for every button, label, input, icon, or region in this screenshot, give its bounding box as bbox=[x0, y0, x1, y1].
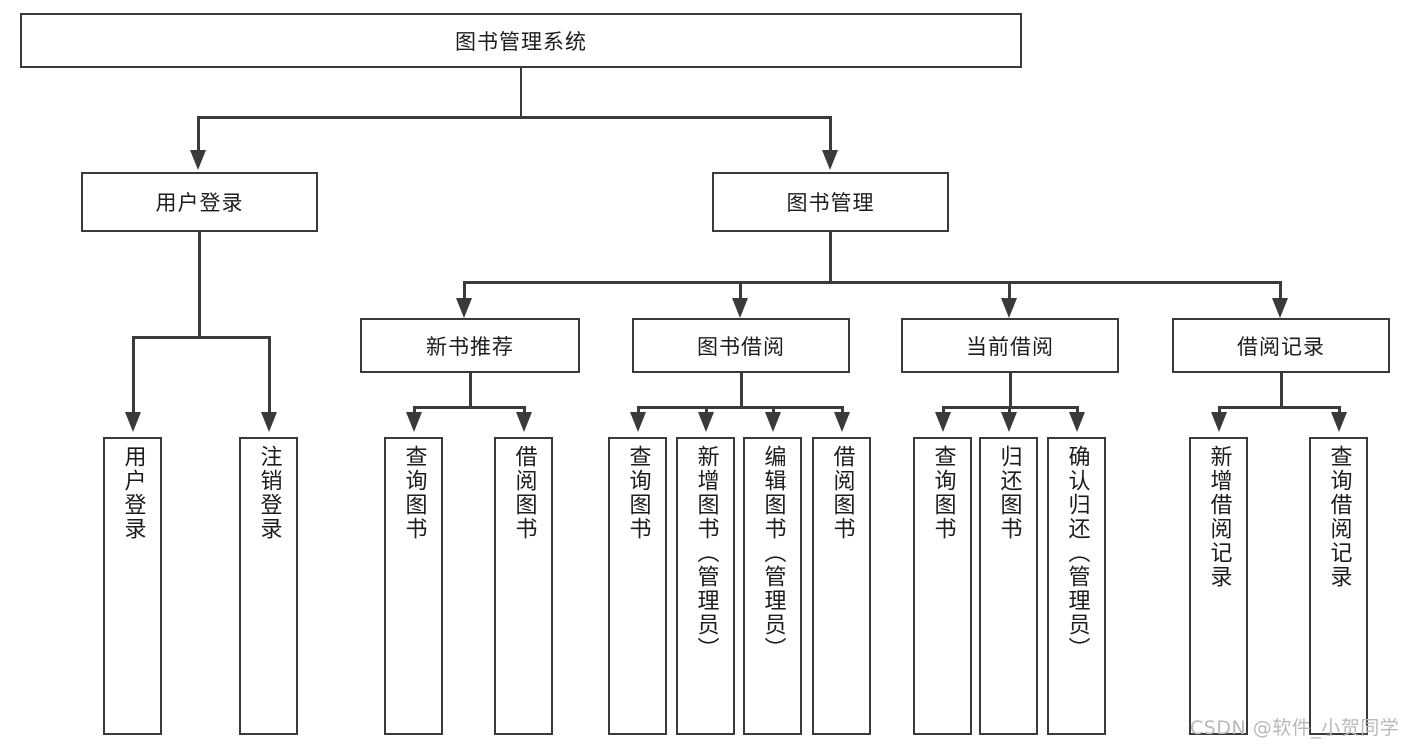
arrowhead-current-borrow-child-2 bbox=[1001, 412, 1017, 432]
connector-root-stem bbox=[519, 68, 522, 118]
node-new-book-rec-label: 新书推荐 bbox=[426, 334, 514, 359]
node-book-borrow[interactable]: 图书借阅 bbox=[632, 318, 850, 373]
arrowhead-current-borrow-child-3 bbox=[1069, 412, 1085, 432]
arrowhead-user-login-child-2 bbox=[261, 412, 277, 432]
node-leaf-return-book-label: 归还图书 bbox=[996, 445, 1022, 541]
connector-current-borrow-bar bbox=[943, 406, 1078, 409]
node-borrow-record-label: 借阅记录 bbox=[1237, 334, 1325, 359]
connector-user-login-stem bbox=[198, 232, 201, 338]
connector-new-book-rec-stem bbox=[469, 373, 472, 408]
arrowhead-new-book-rec-child-2 bbox=[516, 412, 532, 432]
node-leaf-user-logout[interactable]: 注销登录 bbox=[239, 437, 298, 735]
node-leaf-add-book[interactable]: 新增图书（管理员） bbox=[676, 437, 735, 735]
node-leaf-query-book-2-label: 查询图书 bbox=[625, 445, 651, 541]
connector-current-borrow-stem bbox=[1009, 373, 1012, 408]
node-leaf-user-logout-label: 注销登录 bbox=[256, 445, 282, 541]
node-leaf-query-record[interactable]: 查询借阅记录 bbox=[1309, 437, 1368, 735]
arrowhead-book-borrow-child-3 bbox=[765, 412, 781, 432]
node-leaf-add-record-label: 新增借阅记录 bbox=[1206, 445, 1232, 589]
node-leaf-edit-book[interactable]: 编辑图书（管理员） bbox=[743, 437, 802, 735]
connector-root-to-book-manage bbox=[829, 116, 832, 152]
node-book-manage[interactable]: 图书管理 bbox=[712, 172, 949, 232]
node-user-login-label: 用户登录 bbox=[155, 191, 244, 215]
connector-new-book-rec-bar bbox=[414, 406, 525, 409]
arrowhead-book-manage-child-1 bbox=[456, 298, 472, 318]
node-leaf-add-book-label: 新增图书（管理员） bbox=[693, 445, 719, 661]
connector-root-to-user-login bbox=[197, 116, 200, 152]
arrowhead-user-login-child-1 bbox=[125, 412, 141, 432]
node-leaf-borrow-book-1-label: 借阅图书 bbox=[511, 445, 537, 541]
node-book-manage-label: 图书管理 bbox=[786, 191, 875, 215]
node-leaf-borrow-book-2-label: 借阅图书 bbox=[829, 445, 855, 541]
arrowhead-borrow-record-child-2 bbox=[1331, 412, 1347, 432]
node-leaf-return-book[interactable]: 归还图书 bbox=[979, 437, 1038, 735]
node-leaf-query-book-1-label: 查询图书 bbox=[401, 445, 427, 541]
node-borrow-record[interactable]: 借阅记录 bbox=[1172, 318, 1390, 373]
arrowhead-book-borrow-child-1 bbox=[630, 412, 646, 432]
node-leaf-query-book-3[interactable]: 查询图书 bbox=[913, 437, 972, 735]
connector-root-bar bbox=[198, 116, 832, 119]
connector-user-login-child-2 bbox=[268, 336, 271, 414]
node-leaf-query-book-1[interactable]: 查询图书 bbox=[384, 437, 443, 735]
connector-book-manage-stem bbox=[829, 232, 832, 283]
arrowhead-borrow-record-child-1 bbox=[1211, 412, 1227, 432]
node-leaf-borrow-book-2[interactable]: 借阅图书 bbox=[812, 437, 871, 735]
arrowhead-root-to-user-login bbox=[190, 150, 206, 170]
node-current-borrow-label: 当前借阅 bbox=[966, 334, 1054, 359]
node-leaf-query-book-3-label: 查询图书 bbox=[930, 445, 956, 541]
arrowhead-root-to-book-manage bbox=[822, 150, 838, 170]
node-leaf-query-record-label: 查询借阅记录 bbox=[1326, 445, 1352, 589]
node-book-borrow-label: 图书借阅 bbox=[697, 334, 785, 359]
node-leaf-user-login[interactable]: 用户登录 bbox=[103, 437, 162, 735]
connector-book-borrow-stem bbox=[740, 373, 743, 408]
arrowhead-book-manage-child-4 bbox=[1272, 298, 1288, 318]
arrowhead-book-manage-child-3 bbox=[1001, 298, 1017, 318]
connector-book-manage-child-1 bbox=[463, 281, 466, 301]
node-leaf-query-book-2[interactable]: 查询图书 bbox=[608, 437, 667, 735]
node-leaf-edit-book-label: 编辑图书（管理员） bbox=[760, 445, 786, 661]
node-root-label: 图书管理系统 bbox=[455, 29, 587, 54]
arrowhead-book-manage-child-2 bbox=[732, 298, 748, 318]
arrowhead-current-borrow-child-1 bbox=[935, 412, 951, 432]
arrowhead-book-borrow-child-2 bbox=[698, 412, 714, 432]
connector-book-manage-child-2 bbox=[739, 281, 742, 301]
node-current-borrow[interactable]: 当前借阅 bbox=[901, 318, 1119, 373]
connector-book-borrow-bar bbox=[638, 406, 843, 409]
node-new-book-rec[interactable]: 新书推荐 bbox=[360, 318, 580, 373]
connector-borrow-record-stem bbox=[1280, 373, 1283, 408]
node-leaf-borrow-book-1[interactable]: 借阅图书 bbox=[494, 437, 553, 735]
connector-user-login-bar bbox=[133, 336, 269, 339]
node-leaf-confirm-return[interactable]: 确认归还（管理员） bbox=[1047, 437, 1106, 735]
connector-book-manage-bar bbox=[464, 281, 1281, 284]
connector-borrow-record-bar bbox=[1219, 406, 1340, 409]
node-leaf-confirm-return-label: 确认归还（管理员） bbox=[1064, 445, 1090, 661]
csdn-watermark: CSDN @软件_小贺同学 bbox=[1190, 717, 1400, 739]
node-leaf-add-record[interactable]: 新增借阅记录 bbox=[1189, 437, 1248, 735]
connector-book-manage-child-4 bbox=[1279, 281, 1282, 301]
connector-book-manage-child-3 bbox=[1008, 281, 1011, 301]
connector-user-login-child-1 bbox=[132, 336, 135, 414]
node-user-login[interactable]: 用户登录 bbox=[81, 172, 318, 232]
arrowhead-book-borrow-child-4 bbox=[834, 412, 850, 432]
node-root[interactable]: 图书管理系统 bbox=[20, 13, 1022, 68]
node-leaf-user-login-label: 用户登录 bbox=[120, 445, 146, 541]
arrowhead-new-book-rec-child-1 bbox=[406, 412, 422, 432]
